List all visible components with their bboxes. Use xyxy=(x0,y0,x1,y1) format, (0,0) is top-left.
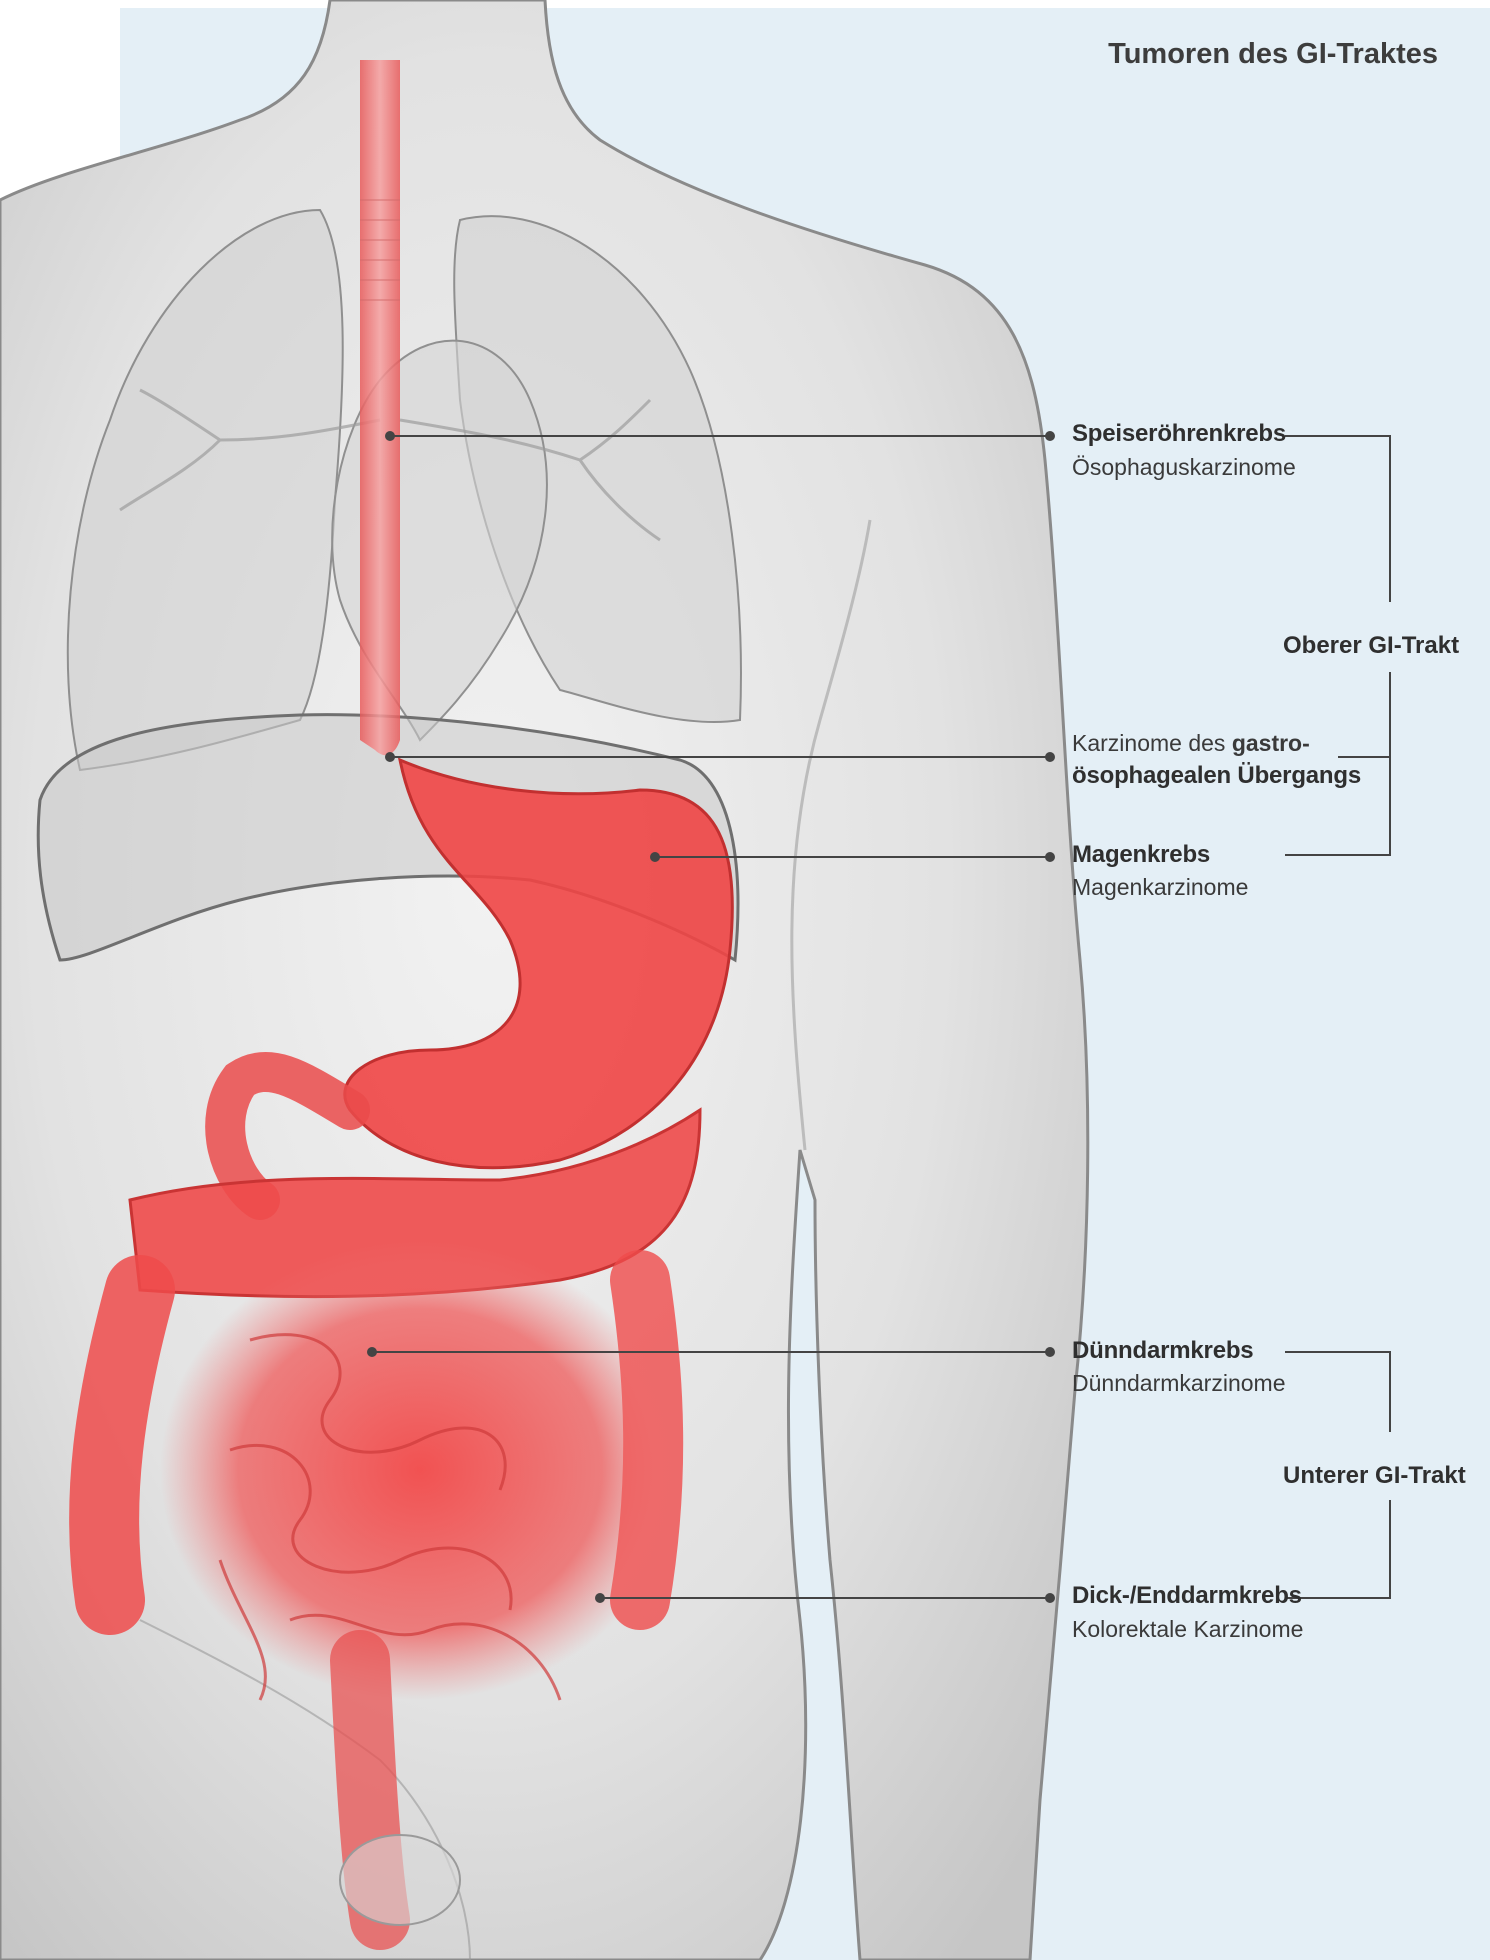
group-brackets xyxy=(1285,436,1390,1598)
ascending-colon xyxy=(104,1290,140,1600)
label-gej-line2: ösophagealen Übergangs xyxy=(1072,762,1361,790)
bladder xyxy=(340,1835,460,1925)
label-esophagus-main: Speiseröhrenkrebs xyxy=(1072,420,1286,448)
label-stomach-sub: Magenkarzinome xyxy=(1072,874,1248,901)
esophagus xyxy=(360,60,400,755)
group-lower-gi: Unterer GI-Trakt xyxy=(1283,1462,1466,1490)
label-colorectal-sub: Kolorektale Karzinome xyxy=(1072,1616,1303,1643)
figure-title: Tumoren des GI-Traktes xyxy=(1108,38,1438,71)
label-small-intestine-sub: Dünndarmkarzinome xyxy=(1072,1370,1285,1397)
label-gej-bold1: gastro- xyxy=(1232,730,1310,756)
label-stomach-main: Magenkrebs xyxy=(1072,841,1210,869)
label-gej-line1: Karzinome des gastro- xyxy=(1072,730,1310,757)
group-upper-gi: Oberer GI-Trakt xyxy=(1283,632,1459,660)
label-esophagus-sub: Ösophaguskarzinome xyxy=(1072,454,1296,481)
label-gej-prefix: Karzinome des xyxy=(1072,730,1232,756)
label-small-intestine-main: Dünndarmkrebs xyxy=(1072,1337,1253,1365)
small-intestine xyxy=(160,1240,680,1700)
label-colorectal-main: Dick-/Enddarmkrebs xyxy=(1072,1582,1302,1610)
